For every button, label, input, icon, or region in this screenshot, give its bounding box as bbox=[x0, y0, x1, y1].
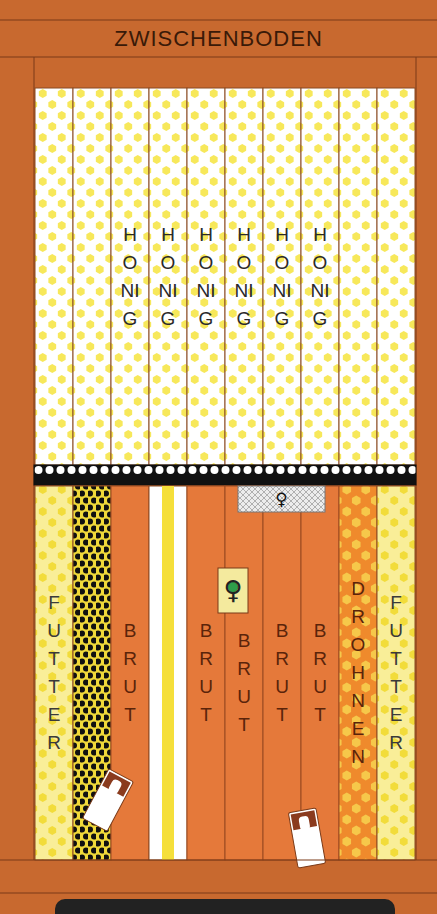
honey-frame bbox=[35, 88, 73, 465]
board-label: ZWISCHENBODEN bbox=[114, 26, 323, 52]
comb-frame: FUTTER bbox=[35, 486, 73, 860]
frame-label: HONIG bbox=[273, 221, 292, 333]
honey-frame bbox=[263, 88, 301, 465]
comb-frame: HONIG bbox=[149, 88, 187, 465]
frame-label: FUTTER bbox=[45, 589, 64, 757]
comb-frame: FUTTER bbox=[377, 486, 415, 860]
brood-frame bbox=[263, 486, 301, 860]
queen-cage bbox=[238, 486, 325, 512]
honey-frame bbox=[301, 88, 339, 465]
queen-excluder bbox=[34, 465, 416, 485]
frame-label: HONIG bbox=[121, 221, 140, 333]
queen-cage: ♀ bbox=[238, 486, 325, 512]
comb-frame: BRUT bbox=[111, 486, 149, 860]
comb-frame: HONIG bbox=[263, 88, 301, 465]
honey-frame bbox=[111, 88, 149, 465]
comb-frame: BRUT bbox=[301, 486, 339, 860]
frame-label: BRUT bbox=[197, 617, 216, 729]
drone-frame bbox=[339, 486, 377, 860]
box-wall bbox=[416, 57, 417, 860]
box-edge bbox=[0, 859, 437, 860]
honey-frames bbox=[35, 88, 415, 465]
honey-frame bbox=[225, 88, 263, 465]
comb-frame: BRUT bbox=[225, 486, 263, 860]
frame-label: BRUT bbox=[311, 617, 330, 729]
honey-frame bbox=[187, 88, 225, 465]
honey-frame bbox=[149, 88, 187, 465]
frame-label: BRUT bbox=[121, 617, 140, 729]
card-top bbox=[291, 810, 317, 830]
comb-frame: HONIG bbox=[111, 88, 149, 465]
starter-strip bbox=[162, 486, 174, 860]
empty-frame bbox=[149, 486, 187, 860]
honey-frame bbox=[73, 88, 111, 465]
comb-frame: HONIG bbox=[187, 88, 225, 465]
card-slot bbox=[298, 815, 310, 831]
frame-label: HONIG bbox=[159, 221, 178, 333]
frame-label: HONIG bbox=[235, 221, 254, 333]
frame-label: HONIG bbox=[197, 221, 216, 333]
queen-cage-small: ♀ bbox=[218, 568, 248, 613]
card-body bbox=[82, 769, 133, 832]
frame-label: DROHNEN bbox=[349, 575, 368, 771]
card-body bbox=[288, 808, 325, 868]
comb-frame: BRUT bbox=[263, 486, 301, 860]
food-frame bbox=[35, 486, 73, 860]
board-edge bbox=[0, 56, 437, 57]
card-slot bbox=[107, 778, 122, 795]
entrance-slot bbox=[55, 899, 395, 914]
frame-label: BRUT bbox=[235, 627, 254, 739]
brood-frame bbox=[187, 486, 225, 860]
box-wall bbox=[34, 57, 35, 860]
marker-card bbox=[288, 808, 325, 868]
frame-label: HONIG bbox=[311, 221, 330, 333]
comb-frame: BRUT bbox=[187, 486, 225, 860]
card-top bbox=[102, 771, 131, 796]
frame-label: BRUT bbox=[273, 617, 292, 729]
queen-cage-small bbox=[218, 568, 248, 613]
comb-frame: DROHNEN bbox=[339, 486, 377, 860]
food-frame bbox=[377, 486, 415, 860]
frame-label: FUTTER bbox=[387, 589, 406, 757]
brood-frame bbox=[225, 486, 263, 860]
queen-symbol: ♀ bbox=[223, 576, 242, 605]
queen-symbol: ♀ bbox=[275, 491, 287, 508]
board-edge bbox=[0, 19, 437, 20]
floor-edge bbox=[0, 893, 437, 894]
board-band: ZWISCHENBODEN bbox=[0, 20, 437, 57]
honey-frame bbox=[339, 88, 377, 465]
brood-frame bbox=[301, 486, 339, 860]
honey-frame bbox=[377, 88, 415, 465]
comb-frame: HONIG bbox=[225, 88, 263, 465]
marker-card bbox=[82, 769, 133, 832]
comb-frame: HONIG bbox=[301, 88, 339, 465]
